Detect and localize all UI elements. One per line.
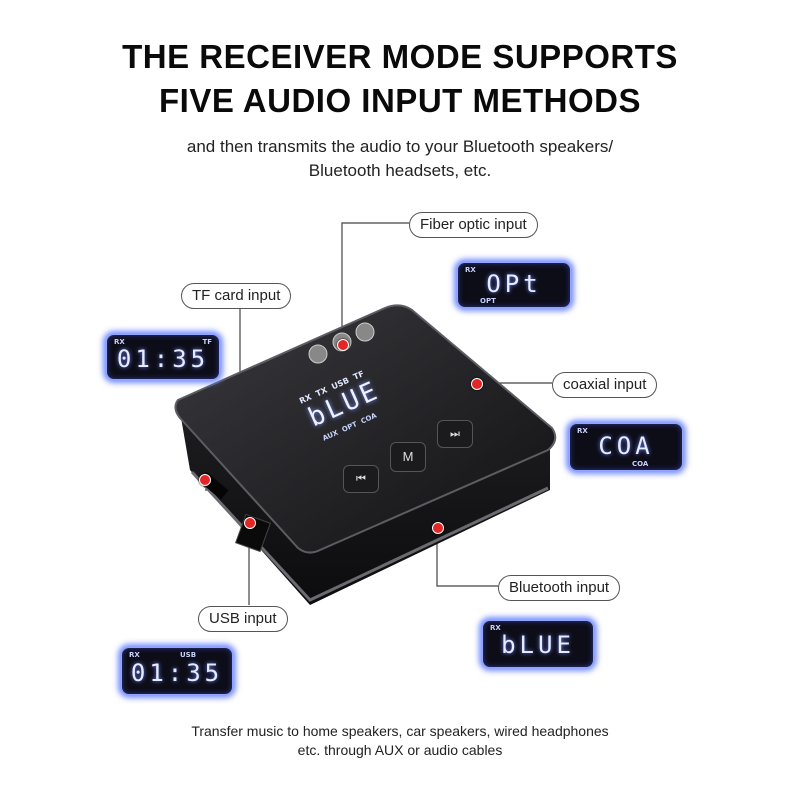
lcd-tf-tag2: TF	[202, 338, 212, 346]
lcd-usb-tag2: USB	[180, 651, 197, 659]
callout-bluetooth: Bluetooth input	[498, 575, 621, 601]
lcd-coa-main: COA	[598, 432, 654, 460]
callout-tf: TF card input	[181, 283, 292, 309]
lcd-usb-main: 01:35	[130, 659, 224, 687]
lcd-coa: RX COA COA	[569, 423, 683, 471]
receiver-device	[174, 304, 557, 605]
title-line-2: FIVE AUDIO INPUT METHODS	[159, 82, 641, 119]
device-prev-button[interactable]: ⏮	[343, 465, 379, 493]
lcd-usb-tag: RX	[129, 651, 140, 659]
lcd-usb: RX USB 01:35	[121, 647, 233, 695]
subtitle-line-1: and then transmits the audio to your Blu…	[186, 137, 614, 156]
lcd-opt: RX OPt OPT	[457, 262, 571, 308]
lcd-blue: RX bLUE	[482, 620, 594, 668]
marker-fiber	[337, 339, 349, 351]
lcd-coa-tag: RX	[577, 427, 588, 435]
mode-label: M	[402, 449, 414, 464]
footer-line-1: Transfer music to home speakers, car spe…	[191, 723, 609, 739]
device-next-button[interactable]: ⏭	[437, 420, 473, 448]
next-icon: ⏭	[450, 428, 460, 440]
lcd-tf: RX TF 01:35	[106, 334, 220, 380]
footer-line-2: etc. through AUX or audio cables	[297, 742, 503, 758]
callout-usb: USB input	[198, 606, 288, 632]
marker-tf	[199, 474, 211, 486]
device-mode-button[interactable]: M	[390, 442, 426, 472]
lcd-blue-tag: RX	[490, 624, 501, 632]
lcd-blue-main: bLUE	[501, 631, 575, 659]
lcd-coa-sub: COA	[632, 460, 649, 468]
lcd-tf-main: 01:35	[116, 345, 210, 373]
marker-bluetooth	[432, 522, 444, 534]
lcd-opt-sub: OPT	[480, 297, 496, 305]
marker-coaxial	[471, 378, 483, 390]
lcd-tf-tag: RX	[114, 338, 125, 346]
lcd-opt-main: OPt	[486, 270, 542, 298]
prev-icon: ⏮	[356, 473, 366, 485]
callout-fiber: Fiber optic input	[409, 212, 538, 238]
callout-coaxial: coaxial input	[552, 372, 658, 398]
title-line-1: THE RECEIVER MODE SUPPORTS	[122, 38, 678, 75]
marker-usb	[244, 517, 256, 529]
lcd-opt-tag: RX	[465, 266, 476, 274]
subtitle-line-2: Bluetooth headsets, etc.	[308, 161, 492, 180]
